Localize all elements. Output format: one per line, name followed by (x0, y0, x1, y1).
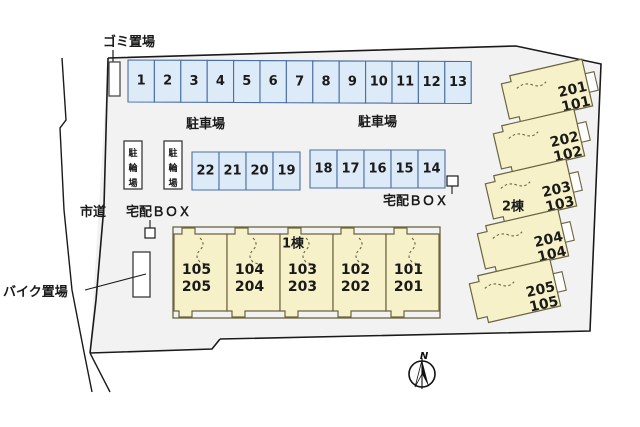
unit-label-203: 203 (541, 179, 573, 201)
delivery-box-left-icon (144, 227, 156, 239)
motorcycle-parking-box (132, 251, 151, 298)
parking-stall-label-5: 5 (242, 74, 251, 89)
motorcycle-parking-leader (84, 273, 147, 291)
unit-label-102: 102 (341, 262, 370, 278)
building-1-unit[interactable] (385, 227, 440, 318)
unit-label-204: 204 (235, 279, 264, 295)
unit-label-105: 105 (528, 294, 560, 316)
parking-row-left-stalls: 22 21 20 19 (191, 151, 301, 191)
unit-label-202: 202 (341, 279, 370, 295)
parking-stall-label-21: 21 (223, 164, 241, 179)
building-2-label: 2棟 (502, 199, 525, 215)
motorcycle-parking-label: バイク置場 (3, 284, 68, 300)
city-road-label: 市道 (80, 204, 106, 220)
parking-stall-label-12: 12 (423, 75, 441, 90)
bicycle-parking-1-char: 駐 (128, 147, 137, 159)
parking-stall-label-2: 2 (163, 74, 172, 89)
bicycle-parking-2-char: 場 (168, 177, 177, 189)
delivery-box-right-icon (446, 175, 459, 187)
delivery-box-left-label: 宅配ＢＯＸ (126, 204, 191, 220)
delivery-box-left-group: 宅配ＢＯＸ (126, 204, 191, 239)
bicycle-parking-1-char: 場 (128, 177, 137, 189)
parking-stall-label-4: 4 (216, 74, 225, 89)
unit-label-205: 205 (525, 279, 557, 301)
parking-stall-label-22: 22 (196, 164, 214, 179)
parking-stall-label-15: 15 (395, 162, 413, 177)
bicycle-parking-2-char: 輪 (168, 162, 178, 174)
parking-stall-label-8: 8 (321, 74, 330, 89)
garbage-area-label: ゴミ置場 (103, 34, 155, 50)
parking-stall-label-6: 6 (269, 74, 278, 89)
parking-stall-label-18: 18 (314, 162, 332, 177)
building-1-label: 1棟 (282, 236, 305, 252)
parking-stall-label-14: 14 (422, 162, 440, 177)
parking-stall-label-1: 1 (137, 74, 146, 89)
parking-stall-label-11: 11 (396, 75, 414, 90)
site-edge-southwest (89, 338, 221, 354)
site-edge-north-east-south (107, 45, 602, 340)
parking-stall-label-13: 13 (449, 75, 467, 90)
parking-stall[interactable] (417, 149, 446, 189)
compass-rose: N (408, 351, 436, 389)
unit-label-104: 104 (235, 262, 264, 278)
building-1-outline (172, 226, 441, 319)
city-road-group: 市道 (59, 57, 111, 393)
unit-label-203: 203 (288, 279, 317, 295)
delivery-box-right-label: 宅配ＢＯＸ (383, 193, 448, 209)
compass-north-label: N (420, 351, 429, 362)
motorcycle-parking-group: バイク置場 (3, 251, 151, 300)
delivery-box-right-group: 宅配ＢＯＸ (383, 175, 459, 209)
unit-label-101: 101 (394, 262, 423, 278)
bicycle-parking-group: 駐輪場 駐輪場 (123, 140, 183, 190)
parking-stall-label-3: 3 (189, 74, 198, 89)
parking-stall-label-17: 17 (341, 162, 359, 177)
unit-label-201: 201 (394, 279, 423, 295)
parking-stall[interactable] (272, 151, 301, 191)
parking-stall-label-7: 7 (295, 74, 304, 89)
site-edge-west (89, 57, 109, 354)
parking-stall-label-16: 16 (368, 162, 386, 177)
unit-label-205: 205 (182, 279, 211, 295)
parking-stall-label-10: 10 (370, 75, 388, 90)
parking-row-right: 18 17 16 15 14 (309, 149, 446, 189)
road-far-edge-line (59, 57, 93, 393)
unit-label-103: 103 (288, 262, 317, 278)
unit-label-202: 202 (549, 129, 581, 151)
unit-label-105: 105 (182, 262, 211, 278)
compass-needle-dark (422, 360, 429, 387)
parking-stall-label-20: 20 (250, 164, 268, 179)
parking-label-right: 駐車場 (358, 114, 397, 130)
unit-label-201: 201 (557, 79, 589, 101)
bicycle-parking-text-1: 駐輪場 (128, 147, 138, 189)
bicycle-parking-2-char: 駐 (168, 147, 177, 159)
parking-label-top: 駐車場 (186, 116, 225, 132)
parking-row-left: 22 21 20 19 (191, 151, 301, 191)
parking-stall-label-9: 9 (348, 74, 357, 89)
bicycle-parking-1-char: 輪 (128, 162, 138, 174)
garbage-area-group: ゴミ置場 (103, 34, 155, 97)
garbage-area-box (108, 61, 121, 97)
parking-row-right-stalls: 18 17 16 15 14 (309, 149, 446, 189)
bicycle-parking-text-2: 駐輪場 (168, 147, 178, 189)
bicycle-parking-box-2 (163, 140, 183, 190)
bicycle-parking-box-1 (123, 140, 143, 190)
parking-stall-label-19: 19 (277, 164, 295, 179)
road-site-side-line (89, 352, 111, 393)
unit-label-204: 204 (533, 229, 565, 251)
parking-stall[interactable] (444, 60, 472, 105)
